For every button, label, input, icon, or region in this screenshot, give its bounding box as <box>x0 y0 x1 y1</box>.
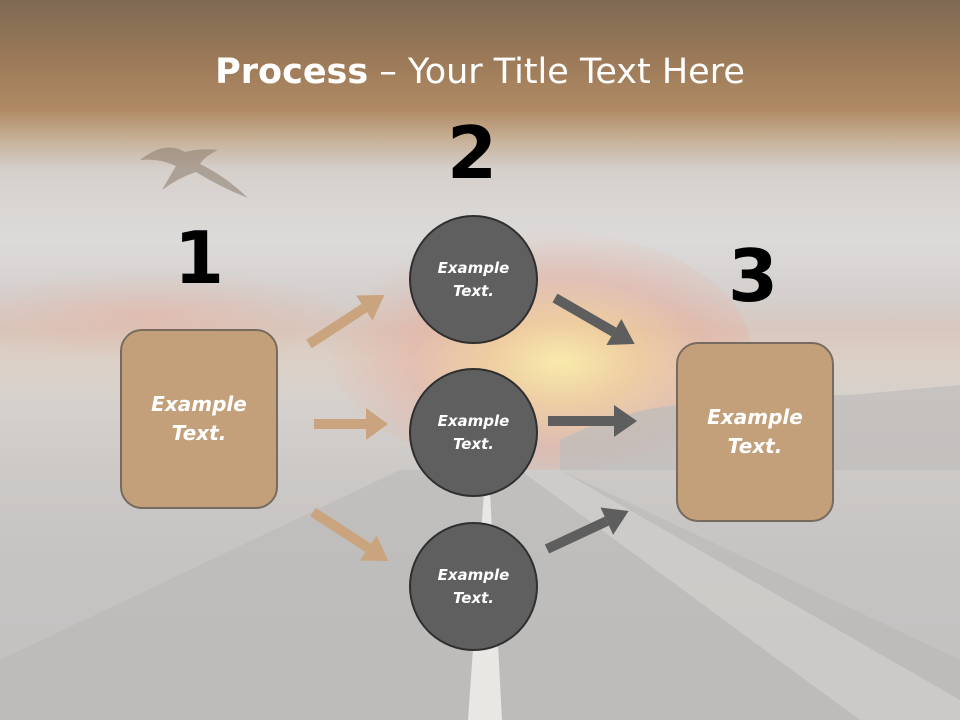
circle-middle-text-line2: Text. <box>452 434 494 453</box>
step-number-3: 3 <box>727 234 779 318</box>
arrow-from-middle <box>548 405 637 437</box>
step-3-box: Example Text. <box>676 342 834 522</box>
arrow-to-bottom <box>310 507 389 562</box>
arrow-from-top <box>552 293 635 345</box>
arrow-to-middle <box>314 408 388 440</box>
slide-title: Process – Your Title Text Here <box>0 52 960 92</box>
circle-bottom-text-line1: Example <box>437 565 510 584</box>
circle-middle-text-line1: Example <box>437 411 510 430</box>
step-2-circle-bottom: Example Text. <box>409 522 538 651</box>
circle-bottom-text-line2: Text. <box>452 588 494 607</box>
step-1-text-line1: Example <box>151 392 247 416</box>
title-rest: – Your Title Text Here <box>368 52 745 92</box>
step-number-2: 2 <box>446 111 498 195</box>
arrow-to-top <box>306 294 385 349</box>
circle-top-text-line1: Example <box>437 258 510 277</box>
step-3-text-line2: Text. <box>727 434 783 458</box>
bird-silhouette <box>140 147 248 198</box>
step-number-1: 1 <box>173 216 225 300</box>
step-1-box: Example Text. <box>120 329 278 509</box>
arrow-from-bottom <box>544 507 629 554</box>
step-3-text-line1: Example <box>707 405 803 429</box>
title-bold: Process <box>215 52 369 92</box>
step-2-circle-top: Example Text. <box>409 215 538 344</box>
step-2-circle-middle: Example Text. <box>409 368 538 497</box>
step-1-text-line2: Text. <box>171 421 227 445</box>
circle-top-text-line2: Text. <box>452 281 494 300</box>
road-reflection <box>520 470 960 720</box>
